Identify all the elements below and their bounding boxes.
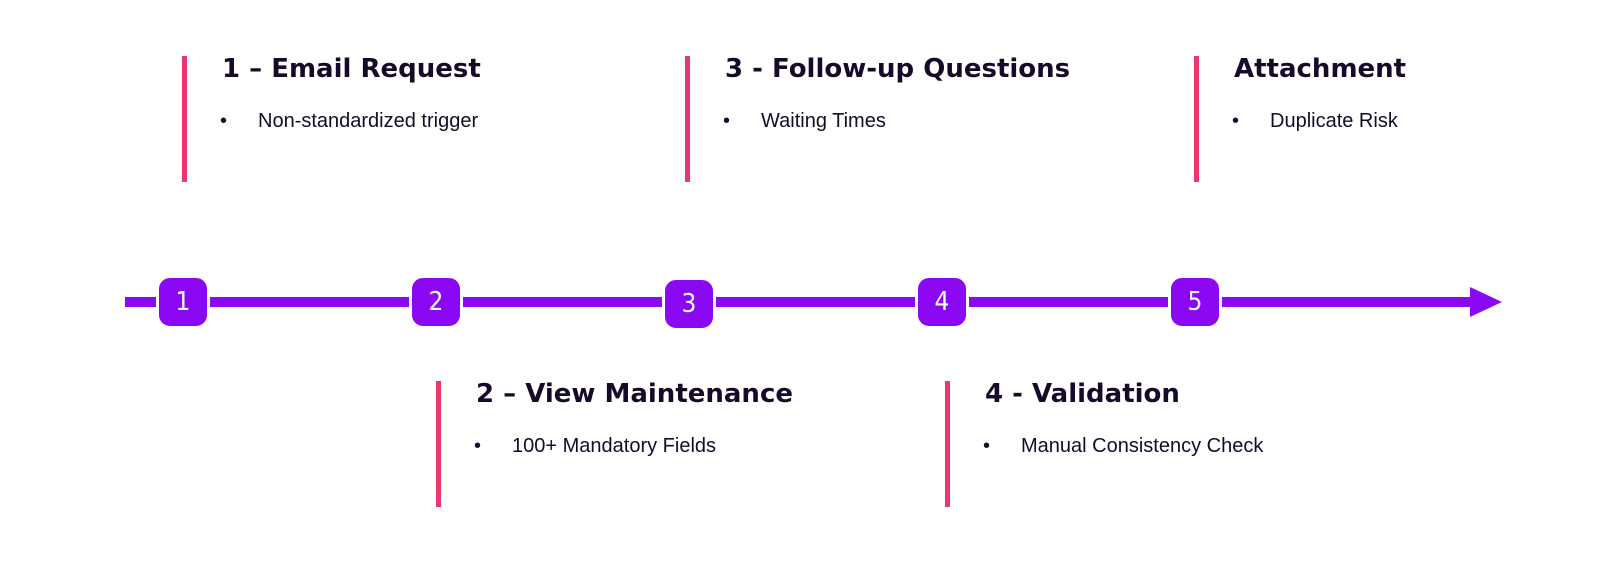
timeline-arrow-icon [1470, 287, 1502, 317]
step-bullet-text: Manual Consistency Check [1021, 435, 1264, 457]
timeline-node-5: 5 [1168, 275, 1222, 329]
step-bullet-text: Duplicate Risk [1270, 110, 1398, 132]
step-title: 2 – View Maintenance [476, 379, 793, 409]
bullet-icon: • [1232, 110, 1240, 132]
step-bullet-text: Waiting Times [761, 110, 886, 132]
step-accent-bar [182, 56, 187, 182]
step-bullet-item: • Duplicate Risk [1232, 110, 1398, 133]
timeline-node-1: 1 [156, 275, 210, 329]
step-title: Attachment [1234, 54, 1407, 84]
step-bullet-item: • Manual Consistency Check [983, 435, 1263, 458]
step-bullet-item: • Non-standardized trigger [220, 110, 478, 133]
step-accent-bar [1194, 56, 1199, 182]
step-bullet-item: • 100+ Mandatory Fields [474, 435, 716, 458]
bullet-icon: • [220, 110, 228, 132]
step-accent-bar [945, 381, 950, 507]
step-bullet-item: • Waiting Times [723, 110, 886, 133]
timeline-node-2: 2 [409, 275, 463, 329]
bullet-icon: • [983, 435, 991, 457]
bullet-icon: • [474, 435, 482, 457]
bullet-icon: • [723, 110, 731, 132]
timeline-line [125, 297, 1477, 307]
timeline-node-3: 3 [662, 277, 716, 331]
step-accent-bar [436, 381, 441, 507]
step-bullet-text: 100+ Mandatory Fields [512, 435, 717, 457]
step-bullet-text: Non-standardized trigger [258, 110, 479, 132]
step-title: 4 - Validation [985, 379, 1180, 409]
step-accent-bar [685, 56, 690, 182]
step-title: 1 – Email Request [222, 54, 481, 84]
step-title: 3 - Follow-up Questions [725, 54, 1071, 84]
timeline-node-4: 4 [915, 275, 969, 329]
